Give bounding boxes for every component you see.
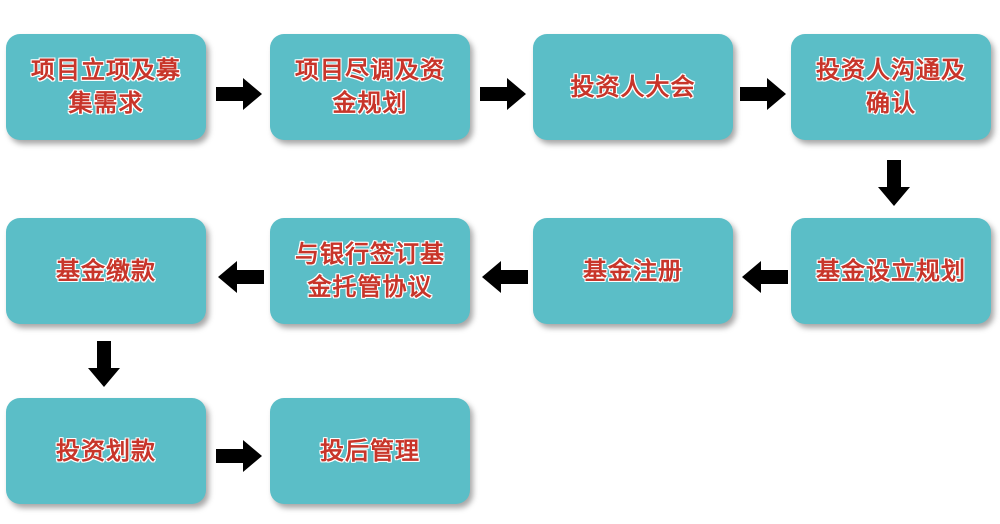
step-fund-registration: 基金注册 xyxy=(533,218,733,324)
step-post-investment-management: 投后管理 xyxy=(270,398,470,504)
step-investment-transfer: 投资划款 xyxy=(6,398,206,504)
step-label: 投资划款 xyxy=(56,436,156,465)
arrow-left-icon xyxy=(482,261,528,293)
step-label: 投资人大会 xyxy=(570,72,696,101)
step-label: 投后管理 xyxy=(320,436,420,465)
step-investor-confirmation: 投资人沟通及确认 xyxy=(791,34,991,140)
arrow-right-icon xyxy=(480,78,526,110)
step-investor-meeting: 投资人大会 xyxy=(533,34,733,140)
arrow-right-icon xyxy=(216,440,262,472)
arrow-right-icon xyxy=(216,78,262,110)
step-fund-setup-plan: 基金设立规划 xyxy=(791,218,991,324)
step-label: 基金设立规划 xyxy=(816,256,966,285)
arrow-down-icon xyxy=(88,341,120,387)
step-label: 项目立项及募集需求 xyxy=(31,56,181,117)
step-label: 基金缴款 xyxy=(56,256,156,285)
arrow-left-icon xyxy=(218,261,264,293)
step-label: 与银行签订基金托管协议 xyxy=(295,240,445,301)
step-project-initiation: 项目立项及募集需求 xyxy=(6,34,206,140)
step-label: 项目尽调及资金规划 xyxy=(295,56,445,117)
arrow-right-icon xyxy=(740,78,786,110)
arrow-down-icon xyxy=(878,160,910,206)
step-label: 基金注册 xyxy=(583,256,683,285)
step-label: 投资人沟通及确认 xyxy=(816,56,966,117)
step-custody-agreement: 与银行签订基金托管协议 xyxy=(270,218,470,324)
step-fund-payment: 基金缴款 xyxy=(6,218,206,324)
arrow-left-icon xyxy=(742,261,788,293)
step-due-diligence: 项目尽调及资金规划 xyxy=(270,34,470,140)
